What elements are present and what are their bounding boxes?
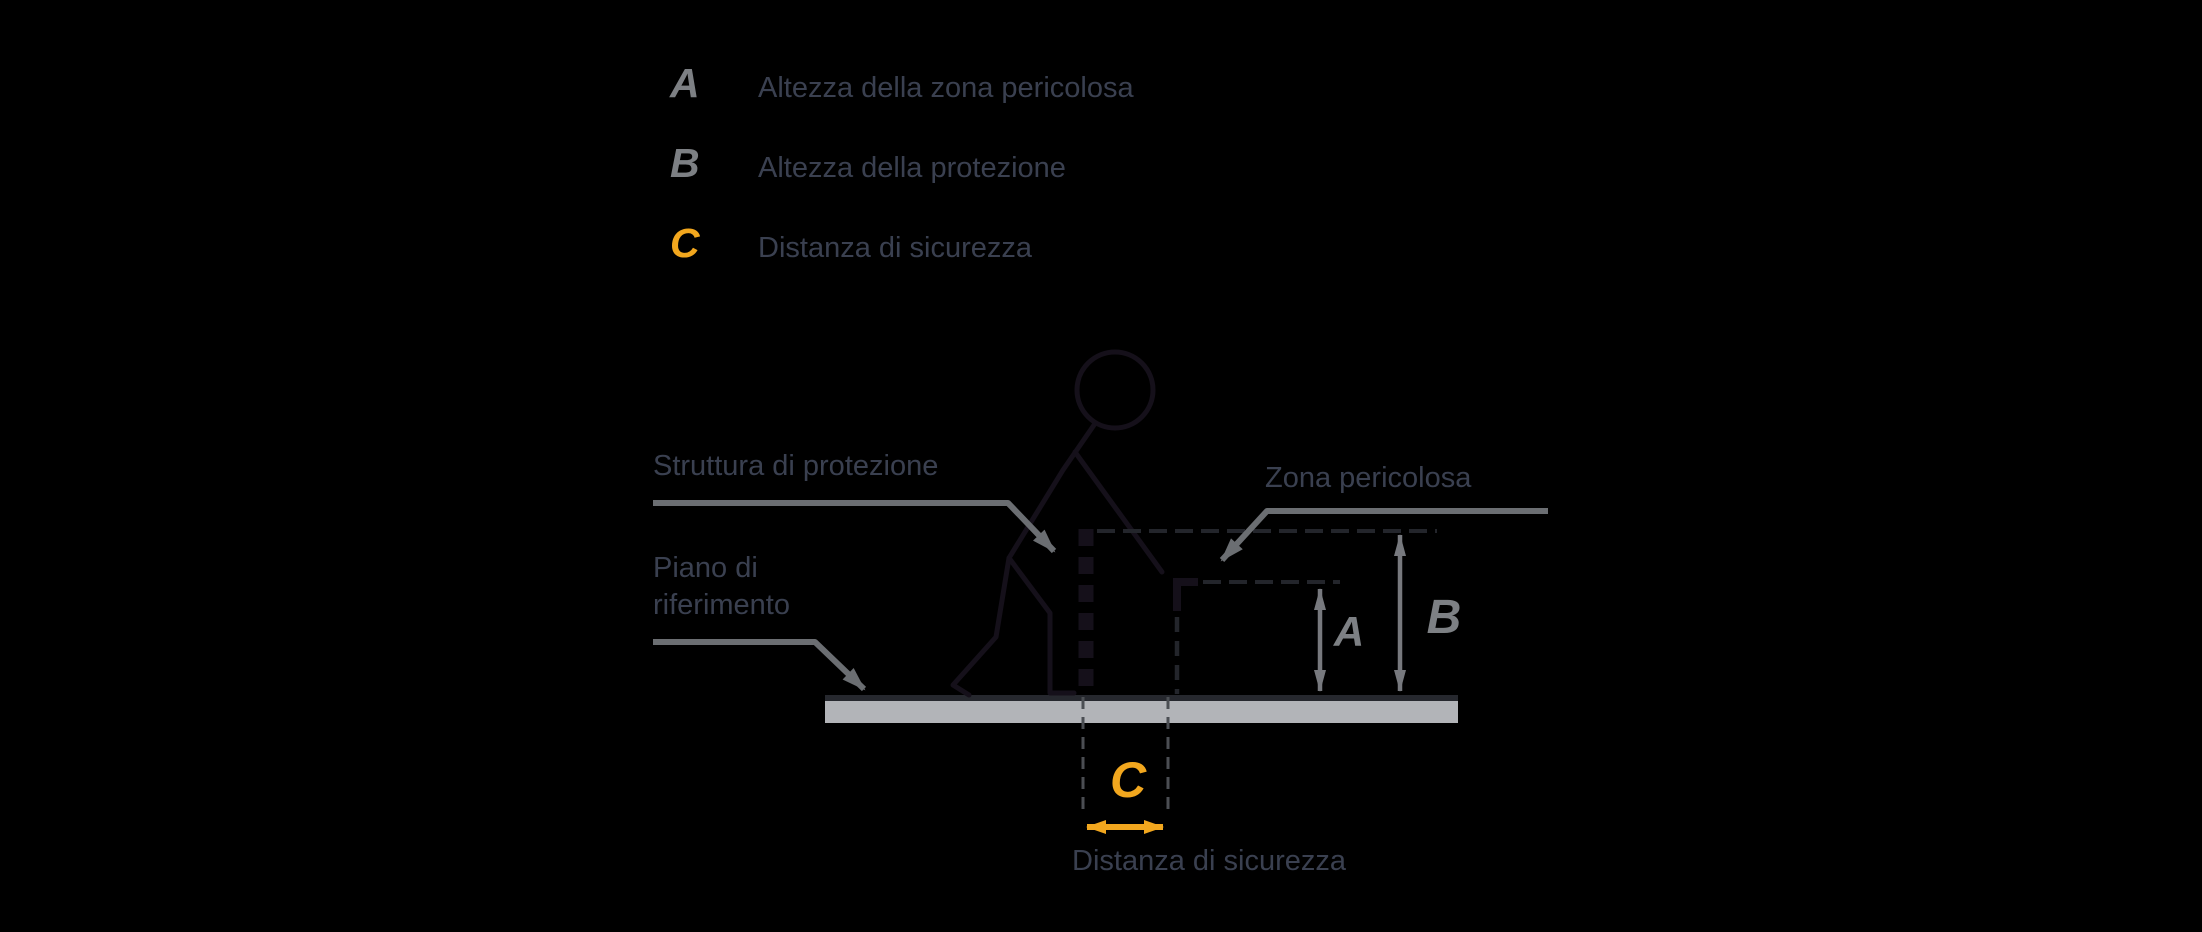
danger-zone-leader: [1219, 508, 1548, 563]
person-front-leg: [1006, 555, 1077, 696]
safety-distance-label: Distanza di sicurezza: [1072, 845, 1347, 877]
person-figure: [950, 349, 1165, 698]
legend-key-c: C: [670, 220, 700, 266]
floor-bar: [825, 701, 1458, 723]
protection-structure-leader: [653, 500, 1057, 554]
person-arm: [1072, 449, 1165, 575]
measure-letter-c: C: [1110, 752, 1147, 808]
person-head: [1074, 349, 1156, 431]
legend-label-c: Distanza di sicurezza: [758, 232, 1032, 264]
reference-plane-leader: [653, 639, 867, 692]
danger-zone-corner: [1173, 578, 1198, 611]
legend-key-a: A: [670, 60, 700, 106]
legend-label-a: Altezza della zona pericolosa: [758, 72, 1134, 104]
protection-structure-label: Struttura di protezione: [653, 450, 938, 482]
person-torso: [1006, 422, 1097, 561]
legend-row-b: B Altezza della protezione: [670, 143, 1066, 184]
person-back-leg: [950, 555, 1012, 698]
measure-letter-a: A: [1333, 608, 1364, 655]
floor-top-edge: [825, 695, 1458, 701]
legend-label-b: Altezza della protezione: [758, 152, 1066, 184]
measure-letter-b: B: [1427, 591, 1462, 644]
legend-row-c: C Distanza di sicurezza: [670, 223, 1032, 264]
reference-plane-label-line2: riferimento: [653, 589, 790, 621]
reference-plane-label-line1: Piano di: [653, 552, 758, 584]
legend-key-b: B: [670, 140, 700, 186]
legend-row-a: A Altezza della zona pericolosa: [670, 63, 1134, 104]
danger-zone-label: Zona pericolosa: [1265, 462, 1472, 494]
